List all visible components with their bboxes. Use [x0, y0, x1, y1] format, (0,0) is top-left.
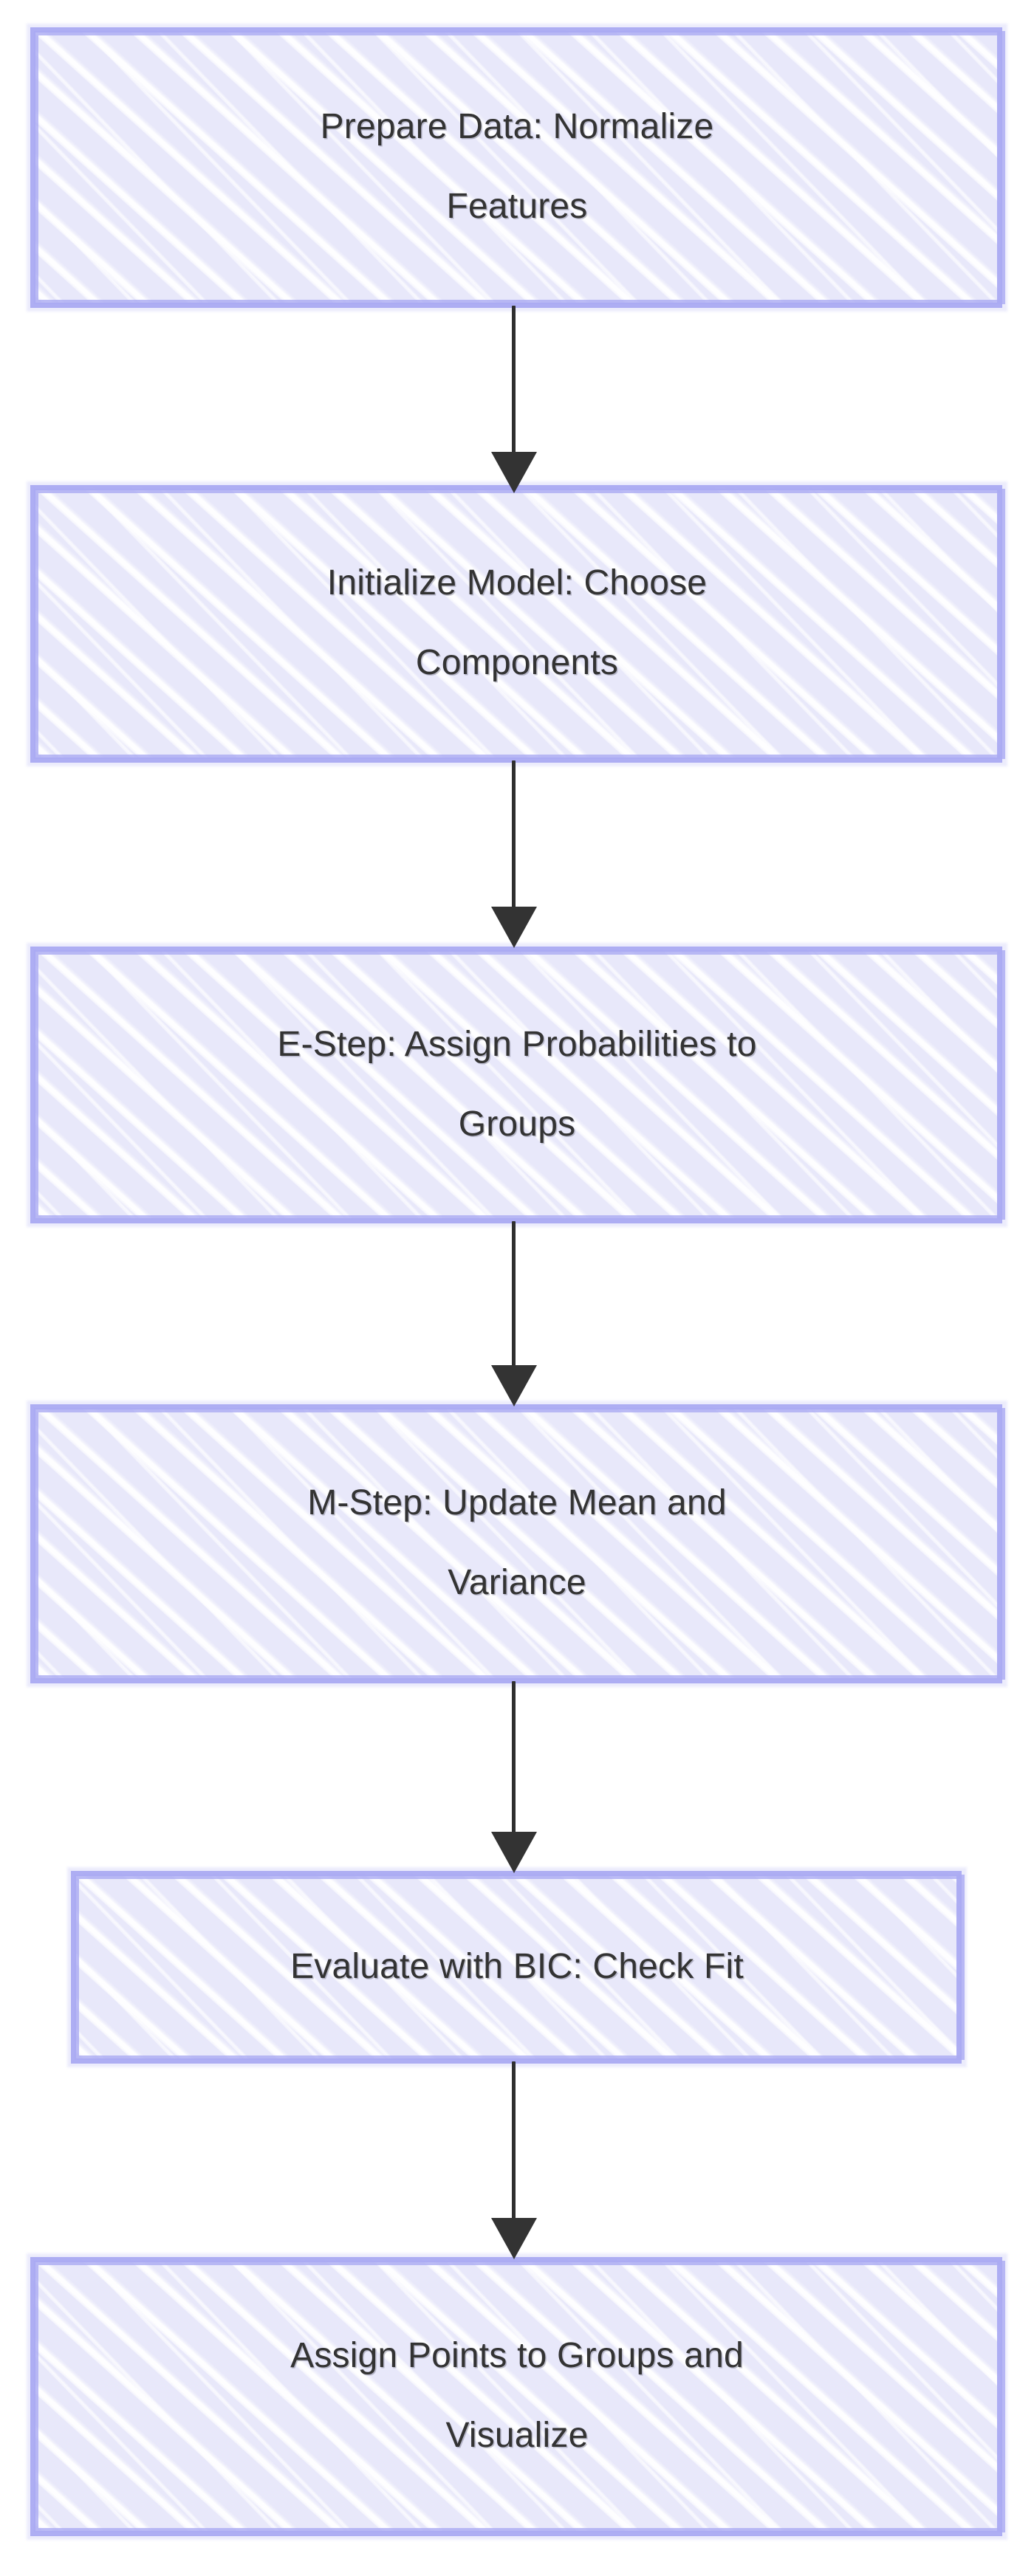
flowchart-edge-evaluate-bic-to-assign-visualize	[491, 2061, 537, 2259]
edge-line	[512, 2061, 516, 2219]
edge-line	[512, 1221, 516, 1367]
flowchart-edge-initialize-model-to-e-step	[491, 760, 537, 949]
node-label-initialize-model: Initialize Model: Choose Components	[326, 563, 708, 682]
node-label-e-step: E-Step: Assign Probabilities to Groups	[277, 1024, 757, 1144]
node-hatch-fill	[74, 1873, 960, 2060]
flowchart-edge-m-step-to-evaluate-bic	[491, 1681, 537, 1873]
flowchart-edge-prepare-data-to-initialize-model	[491, 306, 537, 493]
node-hatch-fill	[33, 487, 1001, 759]
edge-line	[512, 1681, 516, 1833]
flowchart-node-e-step[interactable]: E-Step: Assign Probabilities to Groups	[27, 943, 1007, 1227]
node-hatch-fill	[33, 949, 1001, 1220]
node-label-prepare-data: Prepare Data: Normalize Features	[320, 107, 714, 226]
flowchart-node-prepare-data[interactable]: Prepare Data: Normalize Features	[27, 24, 1007, 312]
node-hatch-fill	[33, 30, 1001, 304]
flowchart-node-evaluate-bic[interactable]: Evaluate with BIC: Check Fit	[67, 1867, 967, 2067]
flowchart-node-assign-visualize[interactable]: Assign Points to Groups and Visualize	[27, 2253, 1007, 2540]
arrowhead-icon	[491, 2218, 537, 2259]
node-hatch-fill	[33, 1407, 1001, 1680]
flowchart-node-initialize-model[interactable]: Initialize Model: Choose Components	[27, 481, 1007, 766]
arrowhead-icon	[491, 1832, 537, 1873]
arrowhead-icon	[491, 1365, 537, 1407]
flowchart-node-m-step[interactable]: M-Step: Update Mean and Variance	[27, 1401, 1007, 1687]
arrowhead-icon	[491, 907, 537, 948]
node-hatch-fill	[33, 2259, 1001, 2532]
edge-line	[512, 306, 516, 453]
node-label-assign-visualize: Assign Points to Groups and Visualize	[290, 2336, 744, 2455]
node-label-evaluate-bic: Evaluate with BIC: Check Fit	[290, 1946, 744, 1986]
arrowhead-icon	[491, 452, 537, 493]
edge-line	[512, 760, 516, 908]
flowchart-edge-e-step-to-m-step	[491, 1221, 537, 1407]
node-label-m-step: M-Step: Update Mean and Variance	[307, 1483, 727, 1602]
